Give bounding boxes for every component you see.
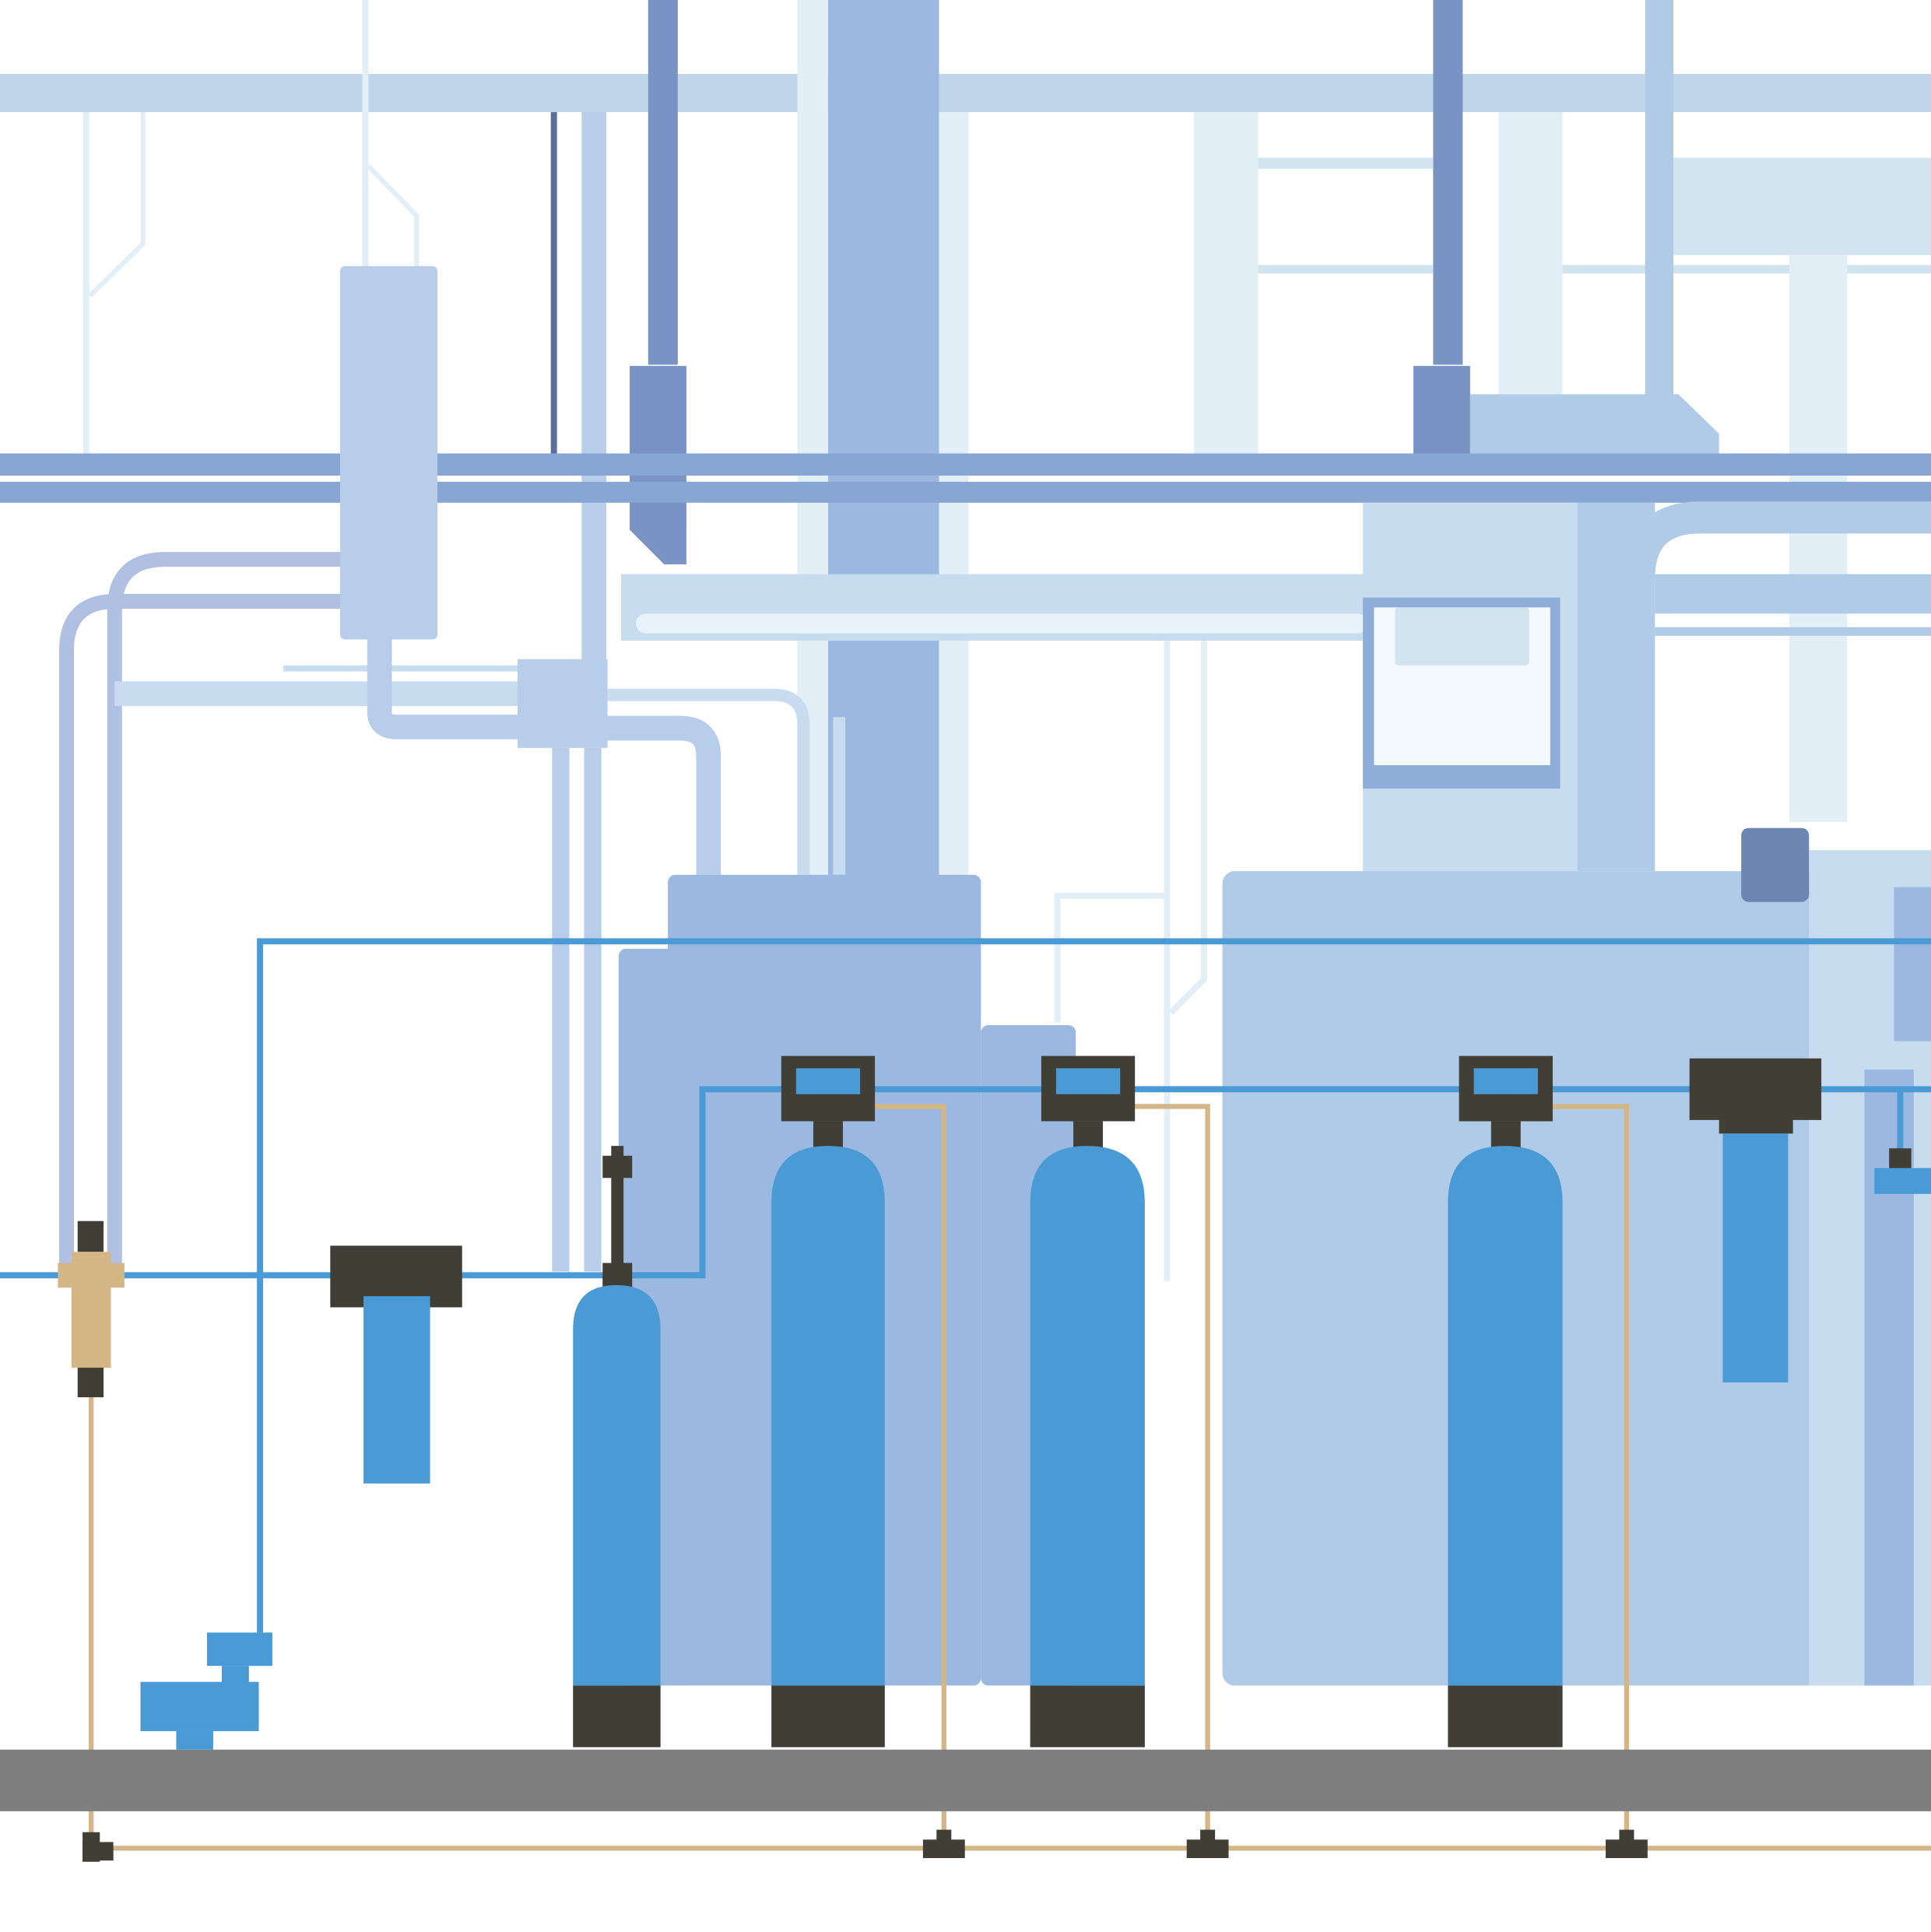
tank-base xyxy=(771,1685,885,1748)
elbow-pipe xyxy=(367,639,518,739)
thin-pipe xyxy=(362,0,369,272)
drain-fitting xyxy=(83,1842,114,1861)
background-structure xyxy=(0,0,1931,878)
faucet-neck xyxy=(221,1666,249,1684)
tap-body xyxy=(1874,1168,1931,1194)
faucet-spout xyxy=(176,1730,213,1750)
ceiling-pipe xyxy=(0,73,1931,113)
left-piping xyxy=(58,265,846,1272)
tank-base xyxy=(573,1685,661,1748)
lavender-pipe xyxy=(107,552,340,1270)
control-device xyxy=(339,265,438,640)
brass-valve-arms xyxy=(58,1263,125,1288)
tank-base xyxy=(1448,1685,1563,1748)
duct-nozzle xyxy=(1413,366,1470,454)
softener-tank-1 xyxy=(771,1056,885,1748)
softener-tank-3 xyxy=(1448,1056,1563,1748)
dark-duct xyxy=(648,0,678,365)
floor xyxy=(0,1749,1931,1811)
filter-cartridge xyxy=(363,1296,430,1484)
control-display xyxy=(1055,1068,1121,1094)
dark-thin-pipe xyxy=(550,112,557,454)
main-flue-column xyxy=(827,0,939,878)
ventilation-box xyxy=(1673,157,1931,255)
light-pipe xyxy=(581,112,606,661)
faucet-top xyxy=(206,1632,272,1667)
drain-line xyxy=(1552,1104,1630,1849)
filter-cartridge xyxy=(1722,1133,1789,1383)
dark-duct xyxy=(1433,0,1463,365)
thin-rail xyxy=(1655,627,1931,636)
vertical-pipe xyxy=(552,747,570,1272)
brass-valve-cap xyxy=(77,1365,104,1398)
head-stem xyxy=(813,1121,843,1149)
drain-line xyxy=(1135,1104,1210,1849)
elbow-pipe xyxy=(607,688,810,875)
junction-box xyxy=(517,659,608,748)
head-stem xyxy=(1073,1121,1104,1149)
control-box xyxy=(1741,827,1810,902)
thin-rail xyxy=(1562,265,1931,274)
thin-rail xyxy=(1258,265,1434,274)
vertical-pipe xyxy=(833,717,846,875)
filter-head-neck xyxy=(352,1261,441,1297)
tap-valve xyxy=(1889,1148,1912,1171)
control-display xyxy=(795,1068,861,1094)
faucet xyxy=(140,1632,272,1750)
drain-fitting xyxy=(1606,1839,1648,1859)
duct-highlight xyxy=(635,613,1368,634)
head-stem xyxy=(1490,1121,1521,1149)
light-duct xyxy=(1645,0,1674,395)
drain-fitting xyxy=(1186,1839,1229,1859)
thin-pipe xyxy=(88,112,146,298)
vertical-pipe xyxy=(584,747,602,1272)
boiler-window-panel xyxy=(1395,607,1529,666)
thin-rail xyxy=(1258,157,1434,169)
pale-column xyxy=(1194,112,1259,454)
pale-column xyxy=(1498,112,1563,395)
faucet-body xyxy=(140,1681,259,1731)
boiler-side-strip xyxy=(1894,887,1931,1042)
filter-head-neck xyxy=(1719,1074,1793,1134)
hood xyxy=(1469,394,1719,454)
control-display xyxy=(1473,1068,1538,1094)
horizontal-pipe xyxy=(1655,574,1931,614)
horizontal-band xyxy=(0,453,1931,476)
equipment xyxy=(0,1056,1931,1862)
brass-valve-cap xyxy=(77,1221,104,1252)
horizontal-pipe xyxy=(114,681,521,707)
drain-line xyxy=(875,1104,946,1849)
tank-body xyxy=(771,1146,885,1686)
small-tank-valve xyxy=(602,1155,633,1179)
tank-base xyxy=(1030,1685,1145,1748)
horizontal-band xyxy=(0,481,1931,503)
softener-tank-2 xyxy=(1030,1056,1145,1748)
thin-rail xyxy=(283,665,521,672)
elbow-pipe xyxy=(607,715,721,875)
elbow-pipe xyxy=(1623,501,1931,580)
thin-pipe xyxy=(1168,641,1207,1015)
tank-body xyxy=(1030,1146,1145,1686)
drain-fittings xyxy=(83,1829,1648,1862)
water-line xyxy=(257,938,1931,1633)
thin-pipe xyxy=(1054,892,1167,1023)
tank-body xyxy=(1448,1146,1563,1686)
small-tank xyxy=(573,1284,661,1686)
pale-column xyxy=(1789,255,1848,822)
drain-fitting xyxy=(922,1839,965,1859)
